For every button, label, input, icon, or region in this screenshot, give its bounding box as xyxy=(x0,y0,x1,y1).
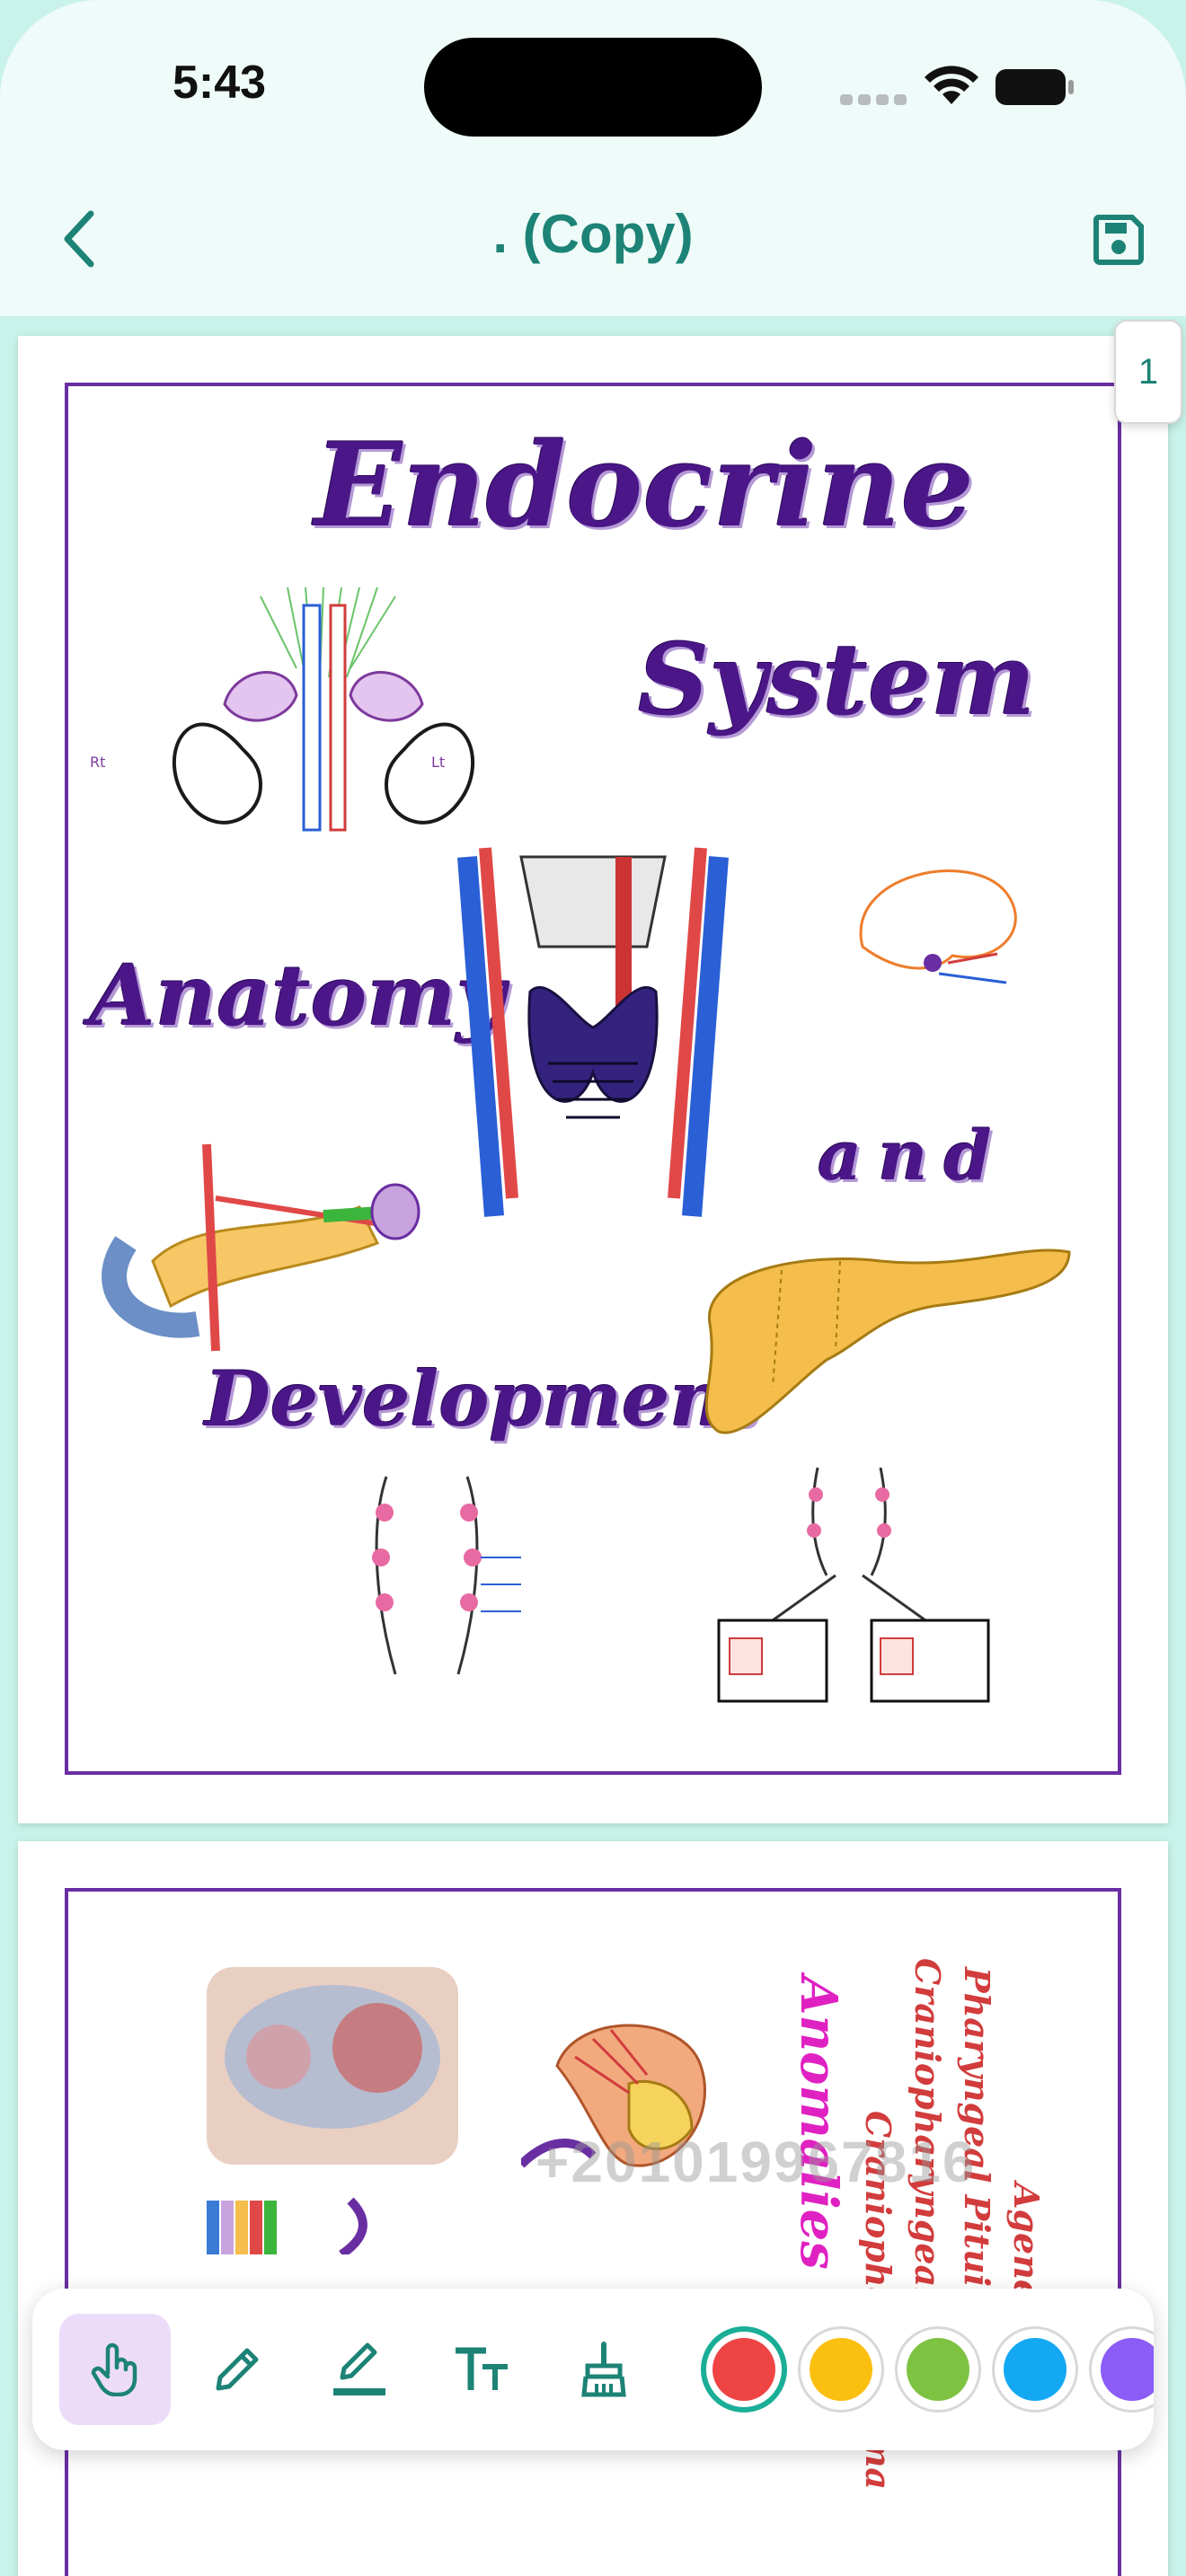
adrenal-kidney-illustration: Rt Lt xyxy=(90,587,474,832)
highlighter-tool[interactable] xyxy=(304,2314,415,2425)
floppy-disk-icon xyxy=(1093,215,1144,265)
hand-pointer-icon xyxy=(91,2342,137,2396)
status-icons xyxy=(840,63,1074,108)
anomalies-title: Anomalies xyxy=(789,1976,848,2270)
pdf-page-2[interactable]: Anomalies Craniopharyngioma Craniopharyn… xyxy=(18,1841,1168,2576)
thyroid-larynx-illustration xyxy=(457,847,729,1217)
pdf-page-1[interactable]: Endocrine System Anatomy and Development… xyxy=(18,336,1168,1823)
pouch-derivatives-illustration xyxy=(717,1467,990,1703)
title-and: and xyxy=(818,1116,1008,1195)
color-swatch-green[interactable] xyxy=(895,2326,981,2413)
title-anatomy: Anatomy xyxy=(90,947,506,1045)
phone-watermark: +201019967816 xyxy=(535,2130,977,2194)
pituitary-cross-section-illustration xyxy=(207,1967,458,2254)
title-system: System xyxy=(638,622,1036,737)
page-border xyxy=(65,383,1121,1775)
hand-tool[interactable] xyxy=(59,2314,171,2425)
color-fill xyxy=(1004,2338,1067,2401)
wifi-icon xyxy=(925,66,978,104)
page-number-indicator[interactable]: 1 xyxy=(1114,320,1182,424)
pancreas-blood-supply-illustration xyxy=(102,1143,420,1352)
text-size-icon xyxy=(456,2347,508,2390)
save-button[interactable] xyxy=(1087,208,1150,271)
color-swatch-blue[interactable] xyxy=(992,2326,1078,2413)
chevron-left-icon xyxy=(64,210,94,268)
pencil-icon xyxy=(216,2348,259,2391)
pen-tool[interactable] xyxy=(181,2314,293,2425)
title-endocrine: Endocrine xyxy=(314,419,974,553)
svg-text:Rt: Rt xyxy=(90,754,105,771)
text-tool[interactable] xyxy=(426,2314,537,2425)
color-fill xyxy=(810,2338,872,2401)
eraser-tool[interactable] xyxy=(548,2314,659,2425)
pancreas-parts-illustration xyxy=(704,1248,1071,1434)
color-fill xyxy=(907,2338,969,2401)
color-swatch-yellow[interactable] xyxy=(798,2326,884,2413)
color-fill xyxy=(712,2338,775,2401)
brain-pituitary-illustration xyxy=(859,869,1017,984)
status-time: 5:43 xyxy=(173,57,267,109)
annotation-toolbar xyxy=(32,2289,1154,2450)
dynamic-island xyxy=(424,38,762,137)
page-border xyxy=(65,1888,1121,2576)
title-development: Development xyxy=(205,1354,760,1443)
broom-icon xyxy=(581,2342,626,2397)
signal-icon xyxy=(840,93,912,110)
pharyngeal-pouches-illustration xyxy=(372,1476,521,1675)
app-header: 5:43 . (Copy) xyxy=(0,0,1186,316)
color-fill xyxy=(1101,2338,1154,2401)
color-swatch-purple[interactable] xyxy=(1089,2326,1154,2413)
hypophysis-illustration xyxy=(521,2024,706,2168)
document-title: . (Copy) xyxy=(492,204,694,264)
back-button[interactable] xyxy=(47,203,110,275)
battery-icon xyxy=(996,69,1074,105)
color-swatch-red[interactable] xyxy=(701,2326,787,2413)
svg-text:Lt: Lt xyxy=(431,754,445,771)
highlighter-icon xyxy=(333,2342,385,2395)
